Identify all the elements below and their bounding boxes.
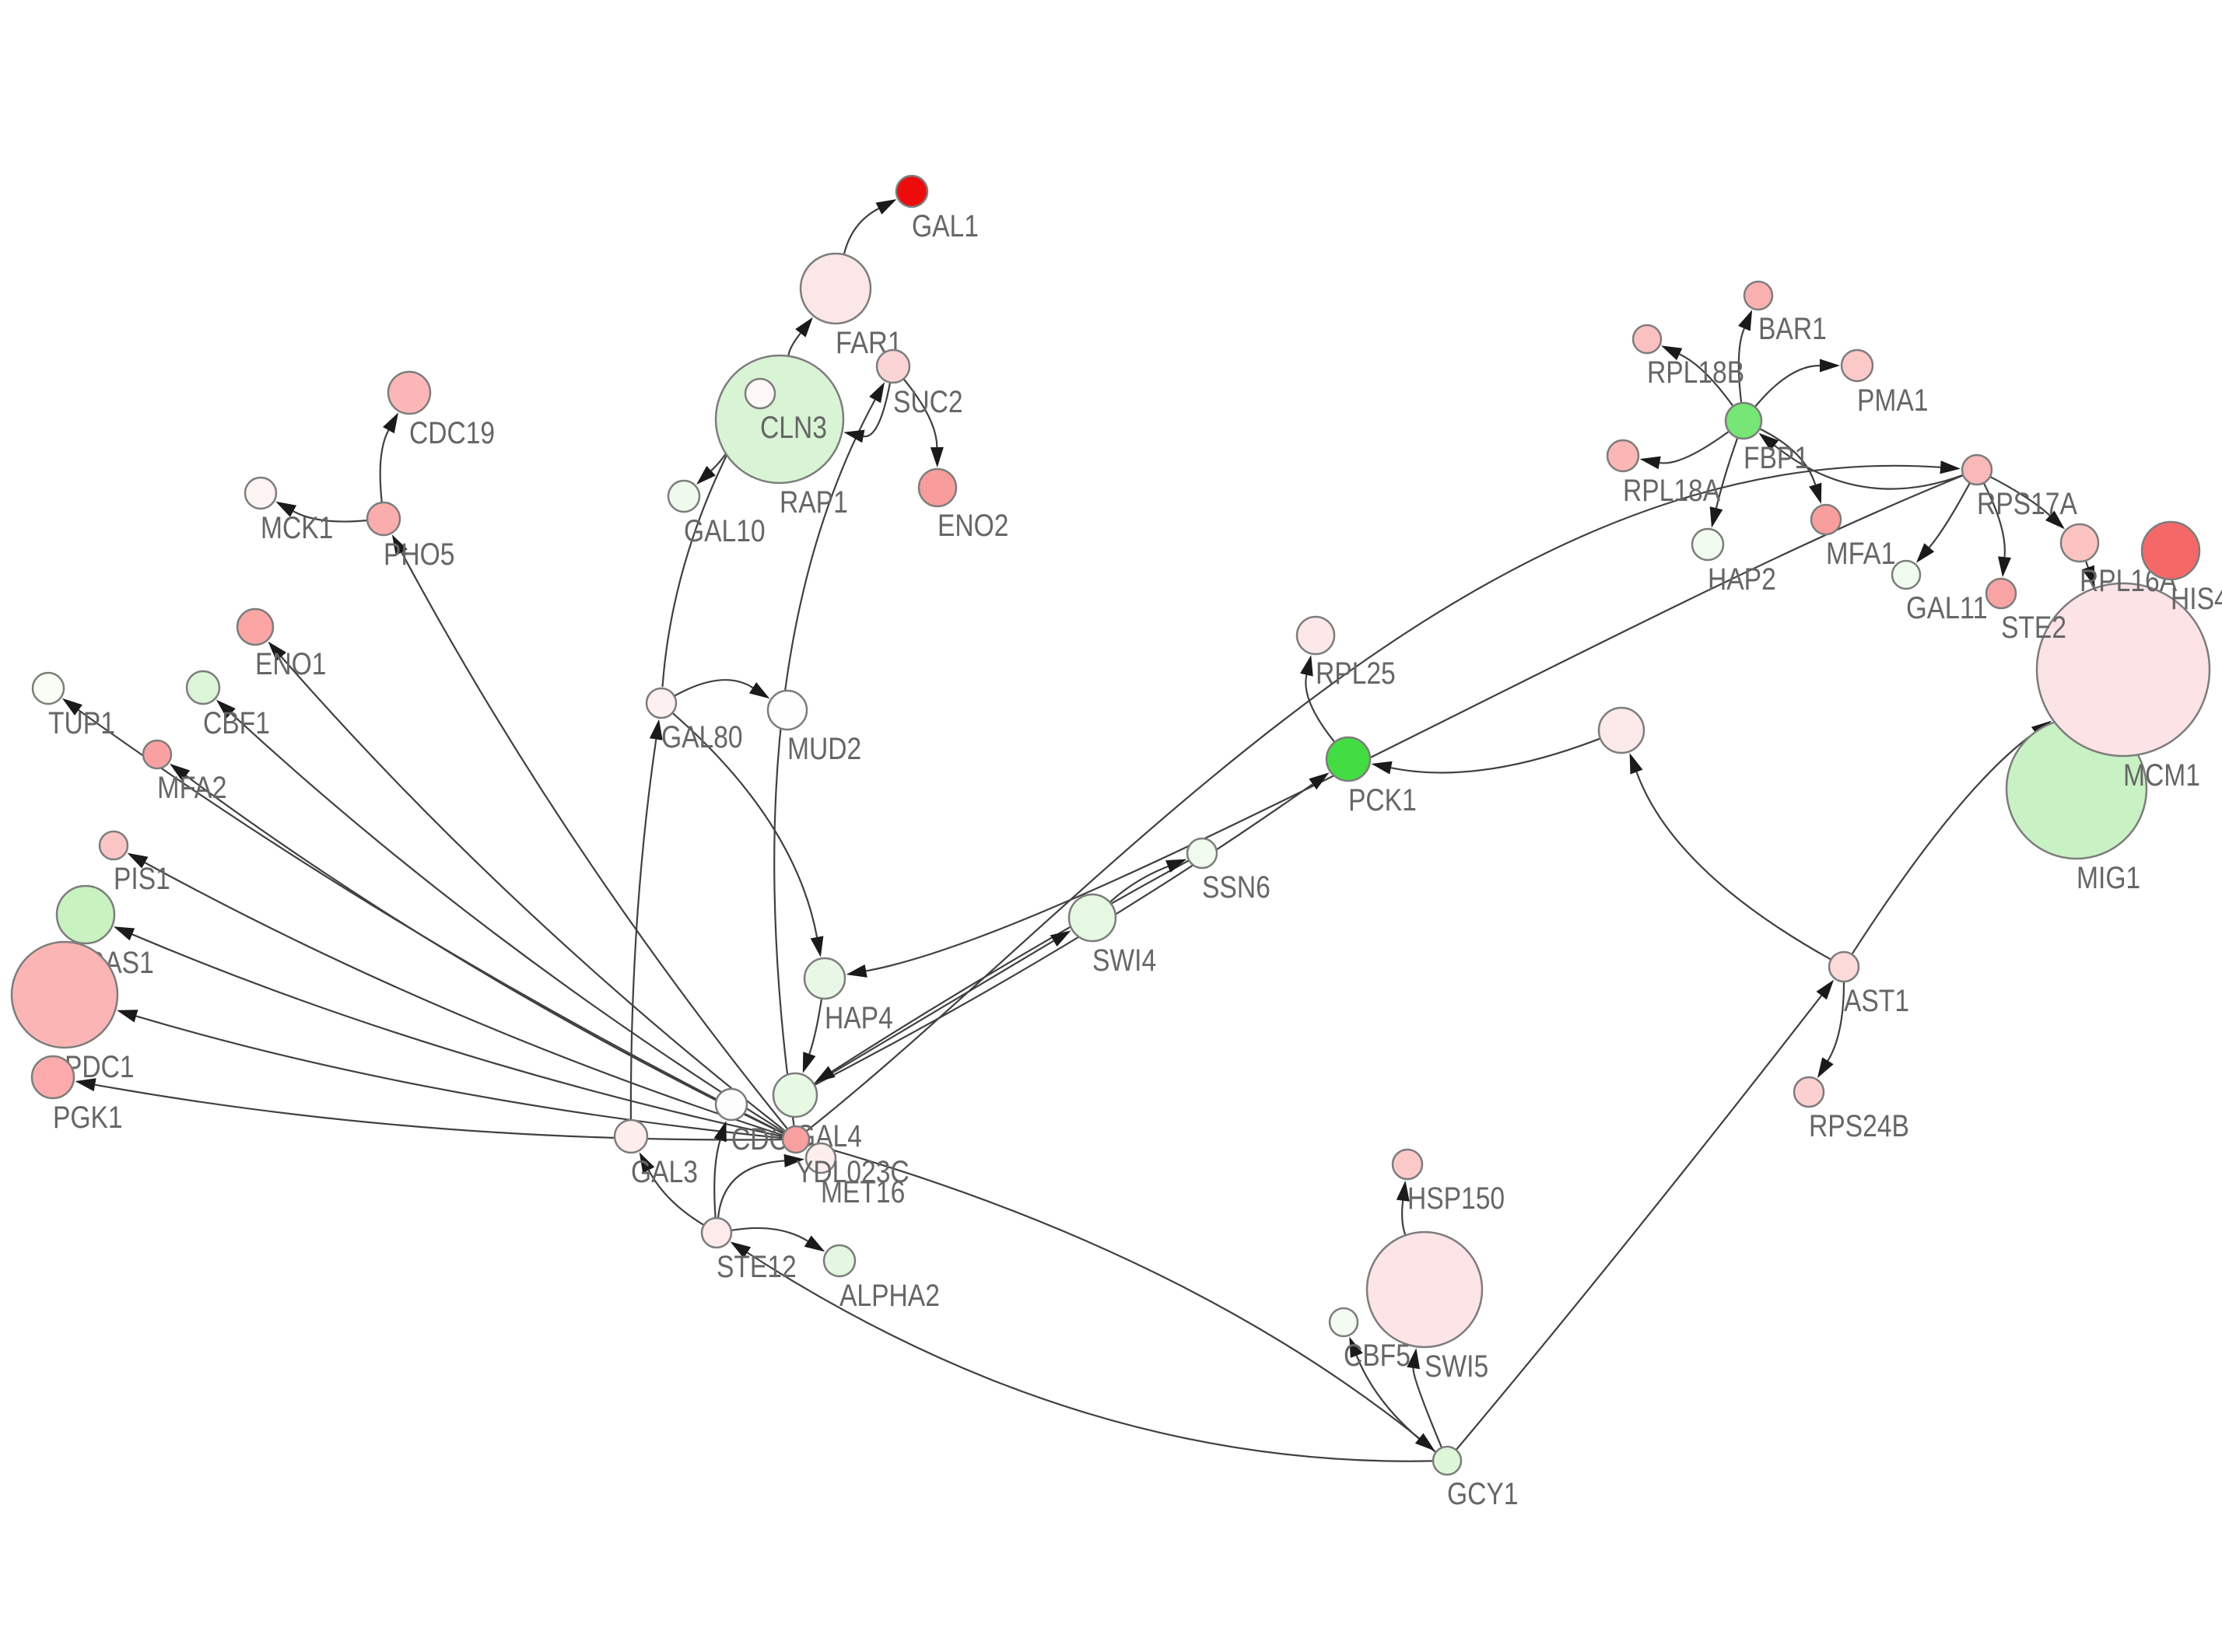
svg-text:GAL3: GAL3 bbox=[631, 1155, 698, 1189]
svg-text:ALPHA2: ALPHA2 bbox=[839, 1279, 940, 1313]
svg-text:RPS17A: RPS17A bbox=[1977, 487, 2077, 521]
svg-text:CBF1: CBF1 bbox=[203, 706, 270, 740]
svg-text:HAP4: HAP4 bbox=[825, 1001, 893, 1035]
svg-text:HSP150: HSP150 bbox=[1407, 1181, 1505, 1216]
svg-text:CLN3: CLN3 bbox=[760, 411, 827, 445]
svg-text:RPS24B: RPS24B bbox=[1809, 1109, 1909, 1143]
svg-text:MIG1: MIG1 bbox=[2077, 861, 2140, 895]
svg-text:SWI5: SWI5 bbox=[1425, 1349, 1488, 1384]
svg-text:GAL80: GAL80 bbox=[661, 720, 743, 754]
svg-text:MET16: MET16 bbox=[821, 1175, 905, 1209]
svg-text:RPL18A: RPL18A bbox=[1623, 474, 1720, 508]
svg-text:FBP1: FBP1 bbox=[1744, 441, 1809, 475]
svg-text:YDL023C: YDL023C bbox=[796, 1155, 909, 1189]
svg-text:GCY1: GCY1 bbox=[1447, 1477, 1519, 1511]
svg-text:PIS1: PIS1 bbox=[114, 862, 170, 896]
svg-text:TUP1: TUP1 bbox=[48, 706, 115, 740]
svg-text:AST1: AST1 bbox=[1844, 984, 1909, 1018]
svg-text:PDC1: PDC1 bbox=[65, 1050, 135, 1084]
svg-text:CDC19: CDC19 bbox=[409, 416, 495, 450]
svg-text:STE2: STE2 bbox=[2001, 611, 2066, 645]
svg-text:HAP2: HAP2 bbox=[1708, 562, 1776, 597]
svg-text:MFA2: MFA2 bbox=[157, 771, 227, 805]
svg-text:BAR1: BAR1 bbox=[1758, 312, 1827, 346]
svg-text:SSN6: SSN6 bbox=[1202, 870, 1270, 905]
svg-text:RPL25: RPL25 bbox=[1316, 656, 1396, 691]
svg-text:GAL11: GAL11 bbox=[1906, 591, 1988, 625]
svg-text:PGK1: PGK1 bbox=[53, 1101, 123, 1135]
svg-text:MFA1: MFA1 bbox=[1826, 537, 1896, 571]
svg-text:GAL1: GAL1 bbox=[912, 209, 979, 243]
svg-text:MCK1: MCK1 bbox=[261, 511, 333, 545]
svg-text:ENO1: ENO1 bbox=[255, 647, 327, 681]
svg-text:MCM1: MCM1 bbox=[2123, 758, 2200, 793]
svg-text:PCK1: PCK1 bbox=[1348, 783, 1417, 817]
svg-text:ENO2: ENO2 bbox=[938, 509, 1009, 543]
svg-text:CBF5: CBF5 bbox=[1344, 1339, 1411, 1373]
svg-text:PMA1: PMA1 bbox=[1857, 383, 1929, 418]
svg-text:SUC2: SUC2 bbox=[893, 385, 963, 419]
svg-text:SWI4: SWI4 bbox=[1092, 943, 1156, 978]
svg-text:STE12: STE12 bbox=[717, 1250, 797, 1284]
svg-text:GAL10: GAL10 bbox=[684, 514, 766, 548]
svg-text:RPL18B: RPL18B bbox=[1647, 355, 1744, 390]
svg-text:HIS4: HIS4 bbox=[2171, 582, 2222, 616]
svg-text:PHO5: PHO5 bbox=[384, 537, 455, 572]
svg-text:MUD2: MUD2 bbox=[787, 732, 861, 766]
svg-text:RAP1: RAP1 bbox=[780, 485, 848, 520]
